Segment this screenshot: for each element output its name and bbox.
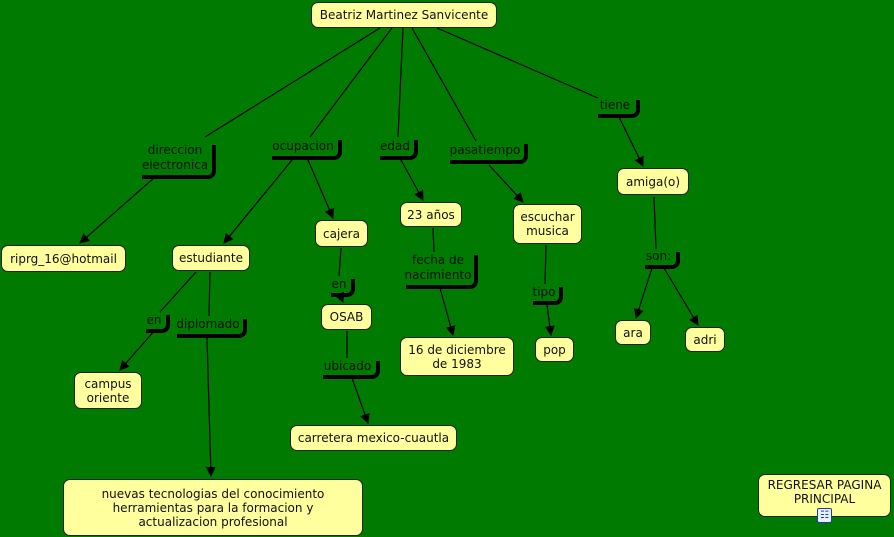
concept-campus[interactable]: campus oriente [74,372,142,409]
concept-osab[interactable]: OSAB [321,304,372,330]
concept-edad-valor[interactable]: 23 años [400,202,462,227]
link-label-son: son: [641,248,680,269]
link-label-tipo: tipo [529,283,563,305]
link-label-diplomado: diplomado [173,315,247,338]
concept-pop[interactable]: pop [535,337,574,362]
concept-nuevas-tecnologias[interactable]: nuevas tecnologias del conocimiento herr… [63,479,363,536]
link-label-en-estudiante: en [142,311,170,333]
link-label-ocupacion: ocupacion [268,136,342,160]
link-label-ubicado: ubicado [319,357,380,379]
concept-escuchar-musica[interactable]: escuchar musica [513,204,582,244]
cmap-link-icon[interactable]: ☷ [817,508,832,523]
link-label-edad: edad [376,136,418,160]
concept-root[interactable]: Beatriz Martinez Sanvicente [311,2,497,28]
link-label-tiene: tiene [594,96,640,118]
link-label-pasatiempo: pasatiempo [446,140,528,164]
link-label-en-cajera: en [327,275,355,297]
concept-ara[interactable]: ara [615,320,651,345]
concept-carretera[interactable]: carretera mexico-cuautla [290,425,457,451]
concept-adri[interactable]: adri [685,327,725,352]
concept-estudiante[interactable]: estudiante [172,245,250,271]
concept-amiga[interactable]: amiga(o) [617,168,689,195]
concept-cajera[interactable]: cajera [315,220,368,247]
concept-fecha[interactable]: 16 de diciembre de 1983 [400,337,514,376]
link-label-direccion: direccion electronica [138,141,216,179]
link-label-fecha-nacimiento: fecha de nacimiento [402,251,478,289]
regresar-pagina-principal-button[interactable]: REGRESAR PAGINA PRINCIPAL [758,474,891,517]
concept-email[interactable]: riprg_16@hotmail [1,245,126,272]
